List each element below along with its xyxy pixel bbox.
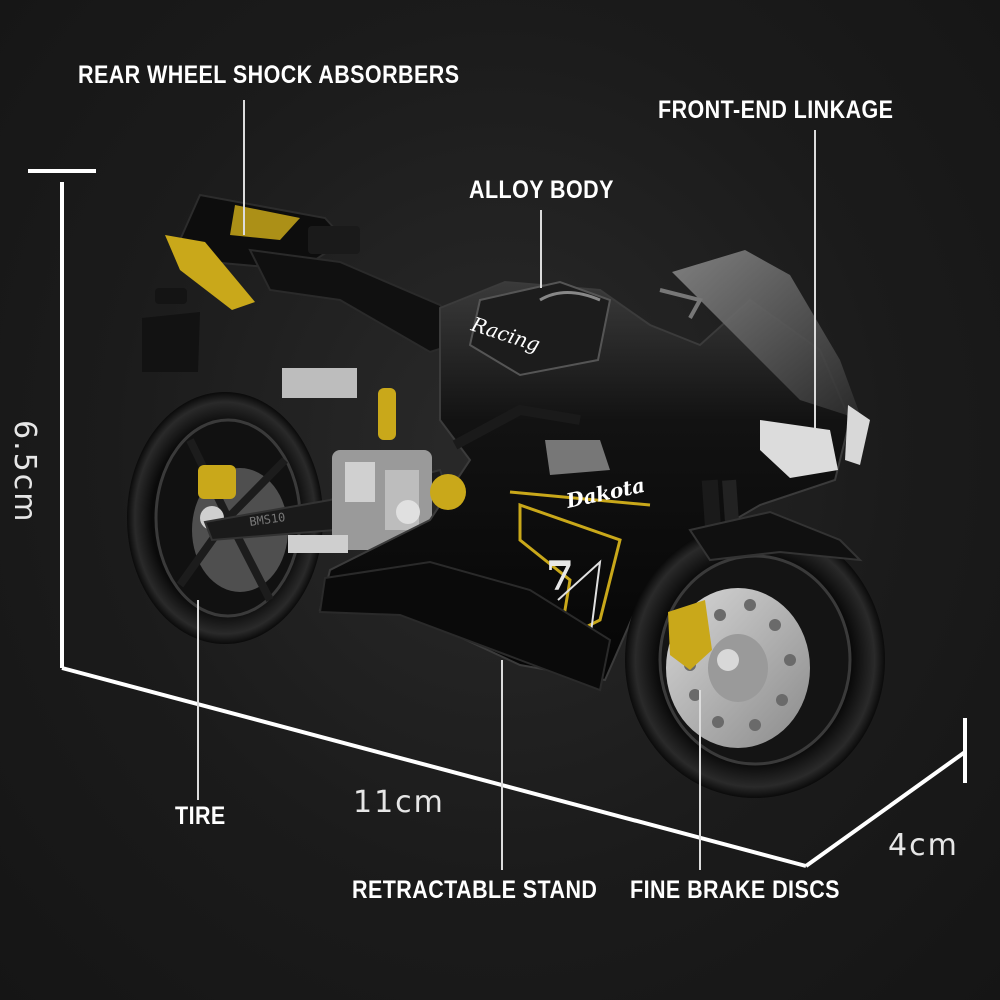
- exhaust-link: [282, 368, 357, 398]
- front-caliper: [668, 600, 712, 670]
- tail-light-housing: [165, 235, 255, 310]
- number-decal: 7: [546, 553, 574, 600]
- tail-accent: [230, 205, 300, 240]
- tire-label: TIRE: [175, 802, 226, 830]
- pillion-peg: [308, 226, 360, 254]
- footrest-bar: [452, 404, 581, 450]
- svg-text:BMS10: BMS10: [248, 510, 286, 529]
- height-dimension-label: 6.5cm: [7, 420, 42, 524]
- seat: [248, 248, 470, 354]
- fuel-tank: [468, 280, 612, 377]
- width-line: [804, 750, 967, 868]
- belly-pan: [318, 560, 612, 692]
- callout-leaders: [197, 100, 816, 870]
- engine-side: [545, 440, 610, 475]
- alloy-body-label: ALLOY BODY: [469, 176, 614, 204]
- front-wheel: [625, 522, 885, 798]
- footpeg-mount: [430, 474, 466, 510]
- rear-caliper: [198, 465, 236, 499]
- engine: [282, 368, 432, 553]
- license-plate-holder: [142, 312, 200, 372]
- rear-shock-absorber: [378, 388, 396, 440]
- brake-discs-label: FINE BRAKE DISCS: [630, 876, 840, 904]
- tail-section: [142, 193, 470, 372]
- length-dimension-label: 11cm: [353, 785, 445, 820]
- headlight: [760, 420, 838, 478]
- dimension-lines: [28, 169, 967, 868]
- length-line: [61, 666, 807, 868]
- retractable-stand-label: RETRACTABLE STAND: [352, 876, 598, 904]
- front-axle: [717, 649, 739, 671]
- front-linkage-label: FRONT-END LINKAGE: [658, 96, 894, 124]
- front-fender: [688, 510, 863, 562]
- rear-shock-label: REAR WHEEL SHOCK ABSORBERS: [78, 61, 460, 89]
- width-dimension-label: 4cm: [888, 828, 959, 863]
- mirror: [659, 288, 704, 319]
